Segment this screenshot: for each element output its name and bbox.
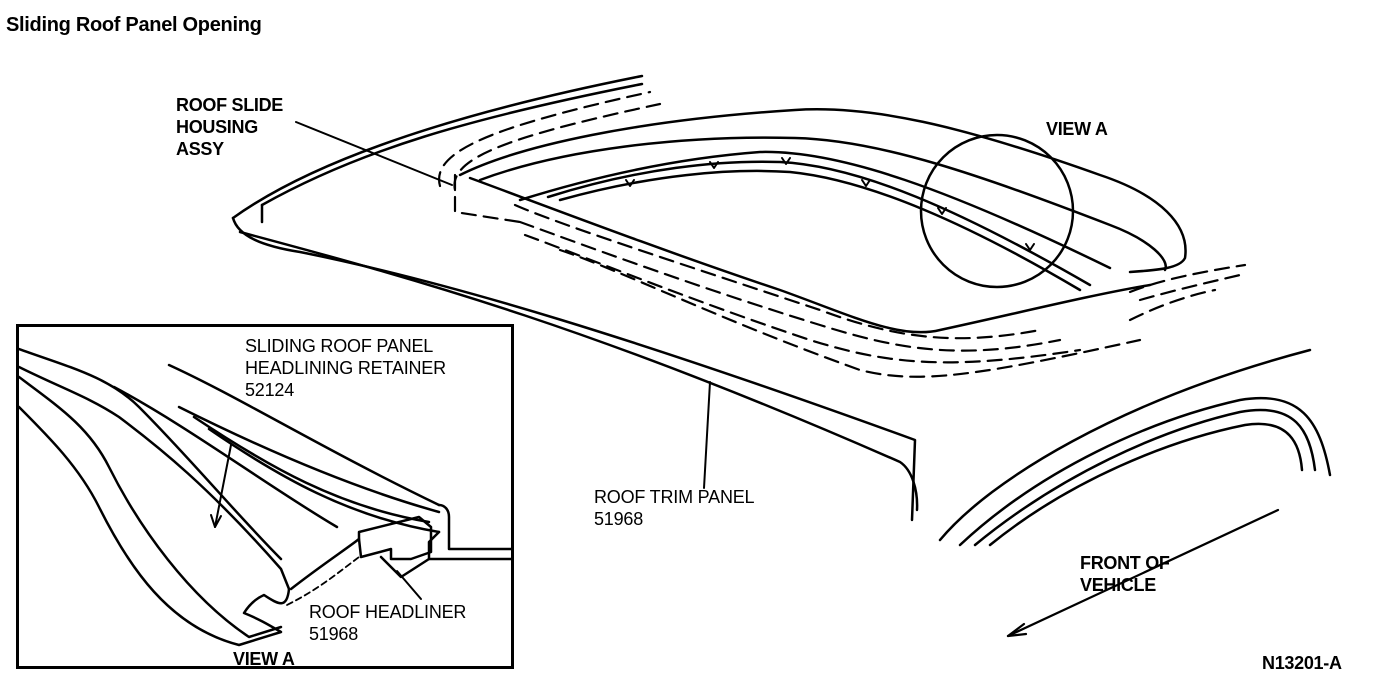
door-curve-1 [958, 396, 1332, 547]
view-a-detail [19, 347, 511, 647]
front-of-vehicle-label: FRONT OF VEHICLE [1080, 553, 1170, 595]
housing-leader [295, 121, 453, 186]
opening-outer-2 [478, 136, 1167, 272]
roof-trim-lower [231, 216, 917, 522]
opening-inner-3 [558, 169, 1082, 292]
roof-trim-lower-2 [238, 230, 919, 512]
retainer-label: SLIDING ROOF PANEL HEADLINING RETAINER 5… [245, 336, 446, 400]
housing-dashed [437, 90, 1247, 378]
trim-panel-leader [703, 381, 711, 489]
view-a-callout-label: VIEW A [1046, 119, 1108, 139]
door-curve-2 [973, 408, 1317, 547]
roof-outer-edge [231, 74, 644, 220]
roof-outer-edge-2 [260, 82, 644, 207]
roof-slide-housing-label: ROOF SLIDE HOUSING ASSY [176, 95, 284, 159]
view-a-inset: SLIDING ROOF PANEL HEADLINING RETAINER 5… [16, 324, 514, 669]
view-a-circle [919, 133, 1075, 289]
opening-outer [458, 108, 1187, 274]
figure-number: N13201-A [1262, 653, 1342, 673]
front-arrow-line [1006, 508, 1280, 638]
opening-inner [518, 150, 1112, 270]
headliner-label: ROOF HEADLINER 51968 [309, 602, 467, 644]
fender-line [938, 348, 1312, 542]
inset-caption: VIEW A [233, 649, 295, 669]
retainer-clips [625, 157, 1035, 251]
opening-bottom [468, 176, 1152, 334]
door-curve-3 [988, 422, 1304, 547]
roof-trim-panel-label: ROOF TRIM PANEL 51968 [594, 487, 755, 529]
front-arrow-head [1006, 622, 1028, 638]
opening-inner-2 [546, 160, 1092, 287]
page-title: Sliding Roof Panel Opening [6, 14, 262, 36]
